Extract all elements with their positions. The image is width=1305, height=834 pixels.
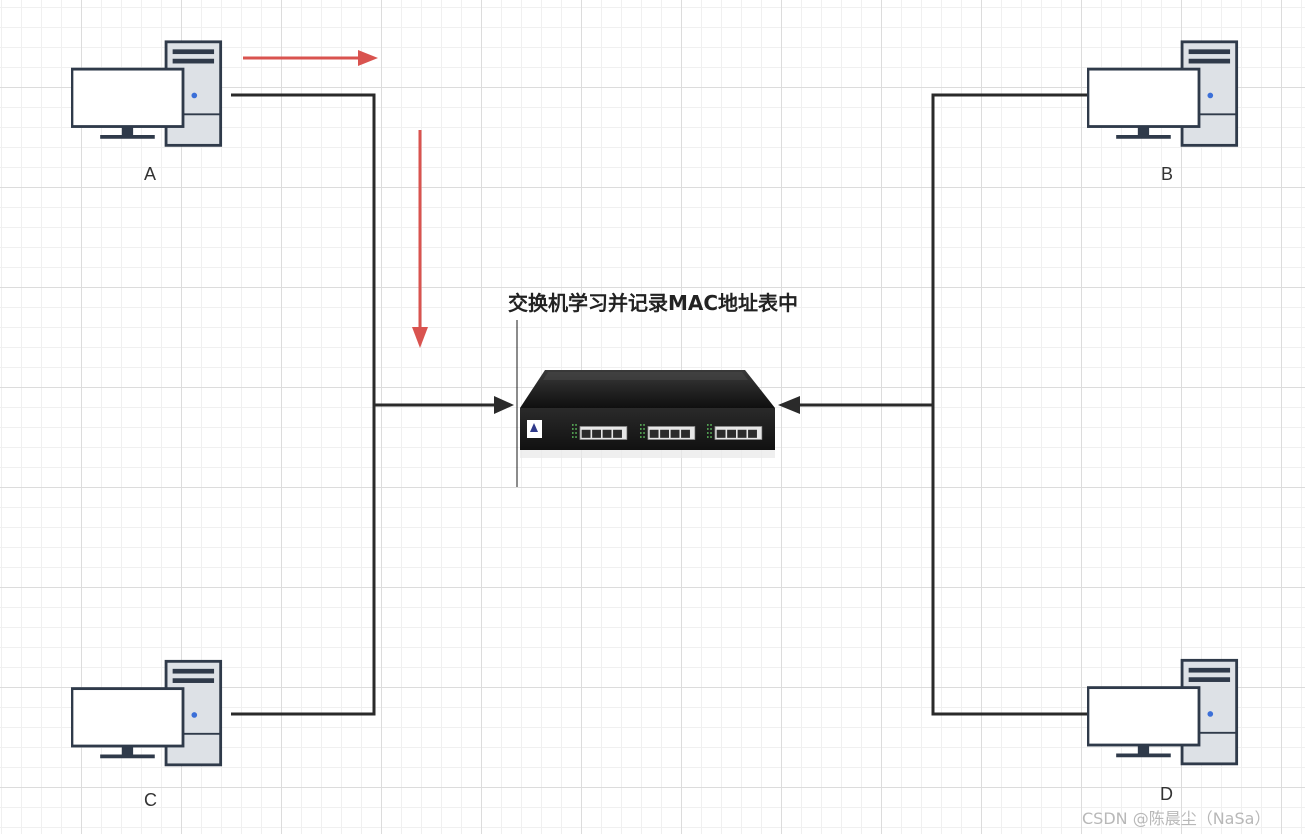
flow-arrow-horizontal	[243, 50, 378, 66]
computer-c-icon	[71, 659, 223, 767]
host-label-b: B	[1161, 164, 1174, 184]
computer-d-icon	[1087, 658, 1239, 766]
link-d	[931, 405, 1088, 716]
network-switch-icon	[516, 320, 775, 487]
link-b	[931, 93, 1088, 405]
red-arrowhead-down-icon	[412, 327, 428, 348]
arrowhead-left-icon	[494, 396, 514, 414]
link-c	[231, 405, 376, 716]
computer-b-icon	[1087, 40, 1239, 147]
watermark: CSDN @陈晨尘（NaSa）	[1082, 809, 1271, 828]
host-label-a: A	[144, 164, 157, 184]
flow-arrow-vertical	[412, 130, 428, 348]
host-label-d: D	[1160, 784, 1173, 804]
connection-lines	[231, 93, 1088, 716]
computer-a-icon	[71, 40, 223, 147]
diagram-title: 交换机学习并记录MAC地址表中	[508, 291, 799, 315]
link-a	[231, 93, 376, 405]
arrowhead-right-icon	[778, 396, 800, 414]
red-arrowhead-right-icon	[358, 50, 378, 66]
host-label-c: C	[144, 790, 157, 810]
